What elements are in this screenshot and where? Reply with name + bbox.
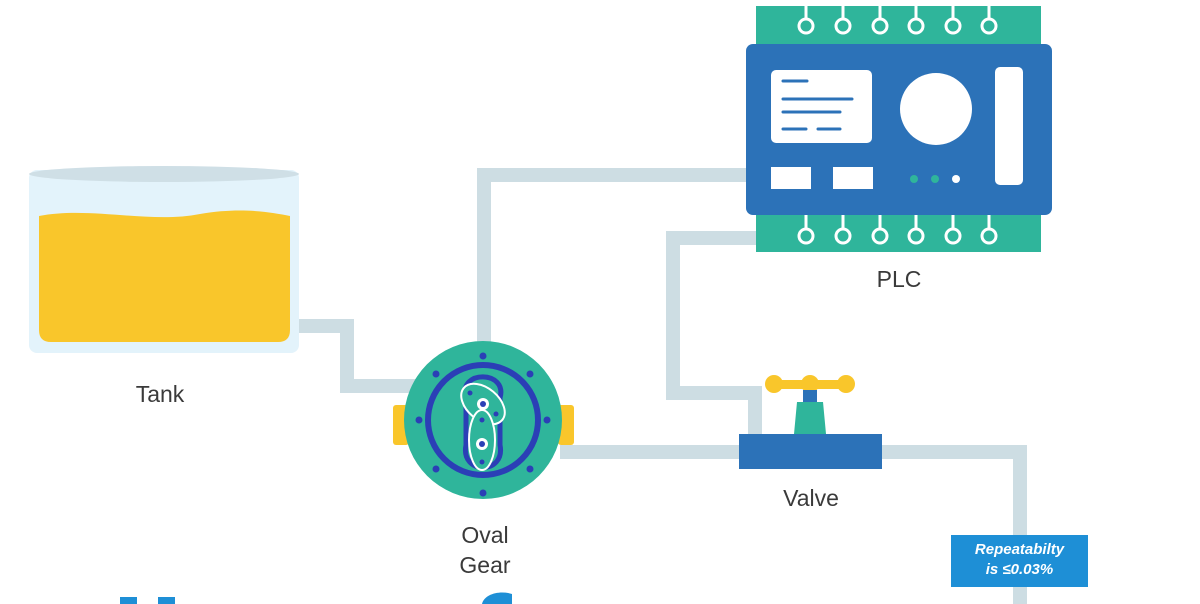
- tank-icon: [29, 166, 299, 353]
- pipe-plc-to-valve: [666, 231, 762, 440]
- repeatability-callout: Repeatabilty is ≤0.03%: [951, 535, 1088, 587]
- oval-gear-meter-icon: [393, 341, 574, 499]
- oval-gear-label-line2: Gear: [459, 552, 511, 578]
- oval-gear-label-line1: Oval: [461, 522, 509, 548]
- pipe-gear-to-plc: [477, 168, 760, 350]
- pipe-tank-to-gear: [296, 319, 430, 393]
- plc-icon: [746, 6, 1052, 252]
- title-fragment: [120, 592, 512, 604]
- tank-label: Tank: [135, 381, 185, 407]
- pipes: [296, 168, 1027, 604]
- valve-label: Valve: [783, 485, 839, 511]
- callout-line2: is ≤0.03%: [985, 561, 1054, 578]
- callout-line1: Repeatabilty: [974, 541, 1065, 558]
- valve-icon: [739, 375, 882, 469]
- plc-label: PLC: [876, 266, 922, 292]
